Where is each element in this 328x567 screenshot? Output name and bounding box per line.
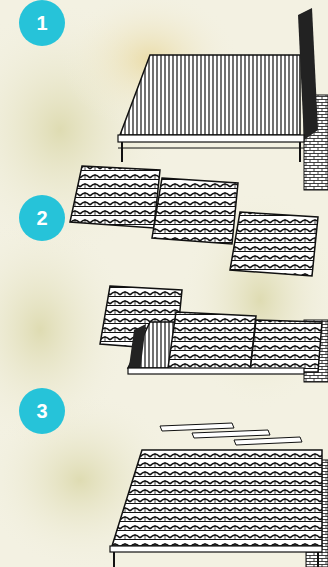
step3-roof [110,423,328,567]
ridge-cap [234,437,302,445]
post [113,552,115,567]
step-number: 1 [36,13,47,33]
tile-sheet [168,312,256,372]
gable-board [298,8,318,140]
step-number-circle: 1 [19,0,65,46]
tile-sheet [250,320,322,372]
tile-sheet [230,212,318,276]
fascia-board [128,368,304,374]
fascia-board [118,135,304,142]
tiled-roof [112,450,322,546]
step1-roof [118,8,328,190]
post [299,142,301,162]
post [317,552,319,567]
post [121,142,123,162]
tile-sheet [152,178,238,244]
step-number: 3 [36,401,47,421]
step-number: 2 [36,208,47,228]
step-number-circle: 3 [19,388,65,434]
tile-sheet [70,166,160,228]
beam [118,148,304,149]
ridge-cap [160,423,234,431]
corrugated-sheet [120,55,300,135]
step2-tiles [70,166,328,382]
fascia-board [110,546,322,552]
ridge-cap [192,430,270,438]
edge-board [128,324,146,374]
step-number-circle: 2 [19,195,65,241]
